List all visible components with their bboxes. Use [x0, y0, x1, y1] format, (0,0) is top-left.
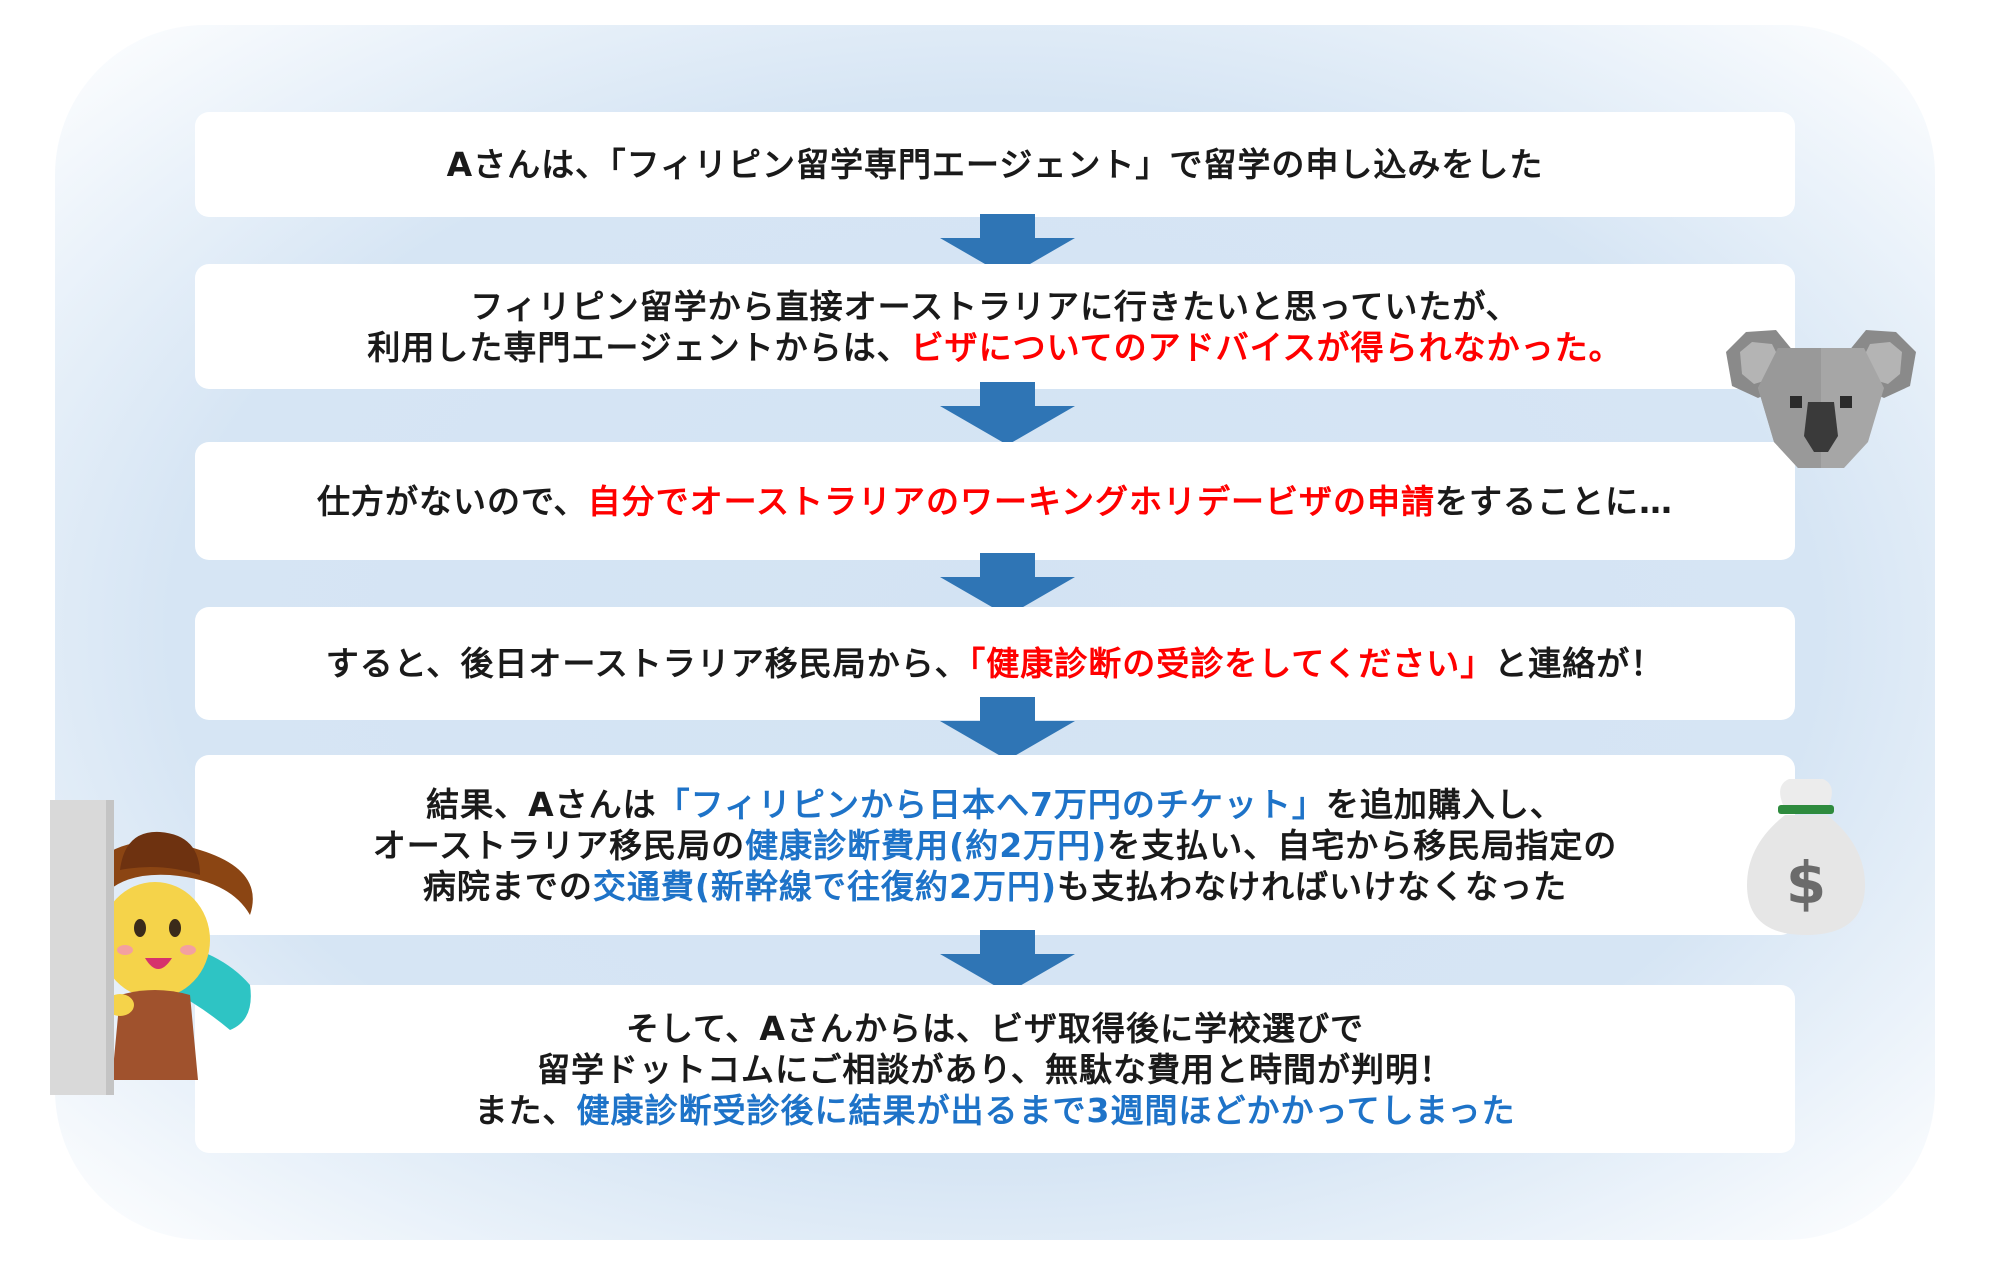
step-4-line-1: すると、後日オーストラリア移民局から、「健康診断の受診をしてください」と連絡が！ — [325, 644, 1665, 683]
step-2-line-1: フィリピン留学から直接オーストラリアに行きたいと思っていたが、 — [470, 286, 1520, 326]
dollar-sign: $ — [1786, 849, 1826, 917]
arrow-down-icon — [940, 214, 1075, 277]
arrow-down-icon — [940, 697, 1075, 760]
step-6-line-3: また、健康診断受診後に結果が出るまで3週間ほどかかってしまった — [474, 1090, 1516, 1130]
flow-step-3: 仕方がないので、自分でオーストラリアのワーキングホリデービザの申請をすることに… — [195, 442, 1795, 560]
step-1-line-1: Aさんは、「フィリピン留学専門エージェント」で留学の申し込みをした — [446, 145, 1544, 184]
highlight-visa-application: 自分でオーストラリアのワーキングホリデービザの申請 — [587, 481, 1436, 521]
highlight-health-check-cost: 健康診断費用(約2万円) — [745, 825, 1108, 865]
highlight-waiting-time: 健康診断受診後に結果が出るまで3週間ほどかかってしまった — [576, 1090, 1516, 1130]
koala-icon — [1726, 330, 1916, 468]
arrow-down-icon — [940, 382, 1075, 445]
step-6-line-2: 留学ドットコムにご相談があり、無駄な費用と時間が判明！ — [536, 1049, 1454, 1089]
highlight-transport-cost: 交通費(新幹線で往復約2万円) — [592, 866, 1058, 906]
step-5-line-3: 病院までの交通費(新幹線で往復約2万円)も支払わなければいけなくなった — [422, 866, 1568, 906]
step-5-line-1: 結果、Aさんは「フィリピンから日本へ7万円のチケット」を追加購入し、 — [426, 784, 1564, 824]
step-6-line-1: そして、Aさんからは、ビザ取得後に学校選びで — [626, 1008, 1364, 1048]
flow-step-6: そして、Aさんからは、ビザ取得後に学校選びで 留学ドットコムにご相談があり、無駄… — [195, 985, 1795, 1153]
girl-character-icon — [50, 800, 253, 1095]
highlight-ticket-cost: 「フィリピンから日本へ7万円のチケット」 — [656, 784, 1326, 824]
step-5-line-2: オーストラリア移民局の健康診断費用(約2万円)を支払い、自宅から移民局指定の — [372, 825, 1618, 865]
flow-step-1: Aさんは、「フィリピン留学専門エージェント」で留学の申し込みをした — [195, 112, 1795, 217]
highlight-visa-advice: ビザについてのアドバイスが得られなかった。 — [910, 327, 1623, 367]
step-3-line-1: 仕方がないので、自分でオーストラリアのワーキングホリデービザの申請をすることに… — [316, 481, 1674, 521]
highlight-health-check: 「健康診断の受診をしてください」 — [968, 644, 1495, 683]
flow-step-2: フィリピン留学から直接オーストラリアに行きたいと思っていたが、 利用した専門エー… — [195, 264, 1795, 389]
step-2-line-2: 利用した専門エージェントからは、ビザについてのアドバイスが得られなかった。 — [367, 327, 1623, 367]
arrow-down-icon — [940, 553, 1075, 616]
money-bag-icon: $ — [1747, 779, 1865, 935]
arrow-down-icon — [940, 930, 1075, 993]
flow-step-5: 結果、Aさんは「フィリピンから日本へ7万円のチケット」を追加購入し、 オーストラ… — [195, 755, 1795, 935]
